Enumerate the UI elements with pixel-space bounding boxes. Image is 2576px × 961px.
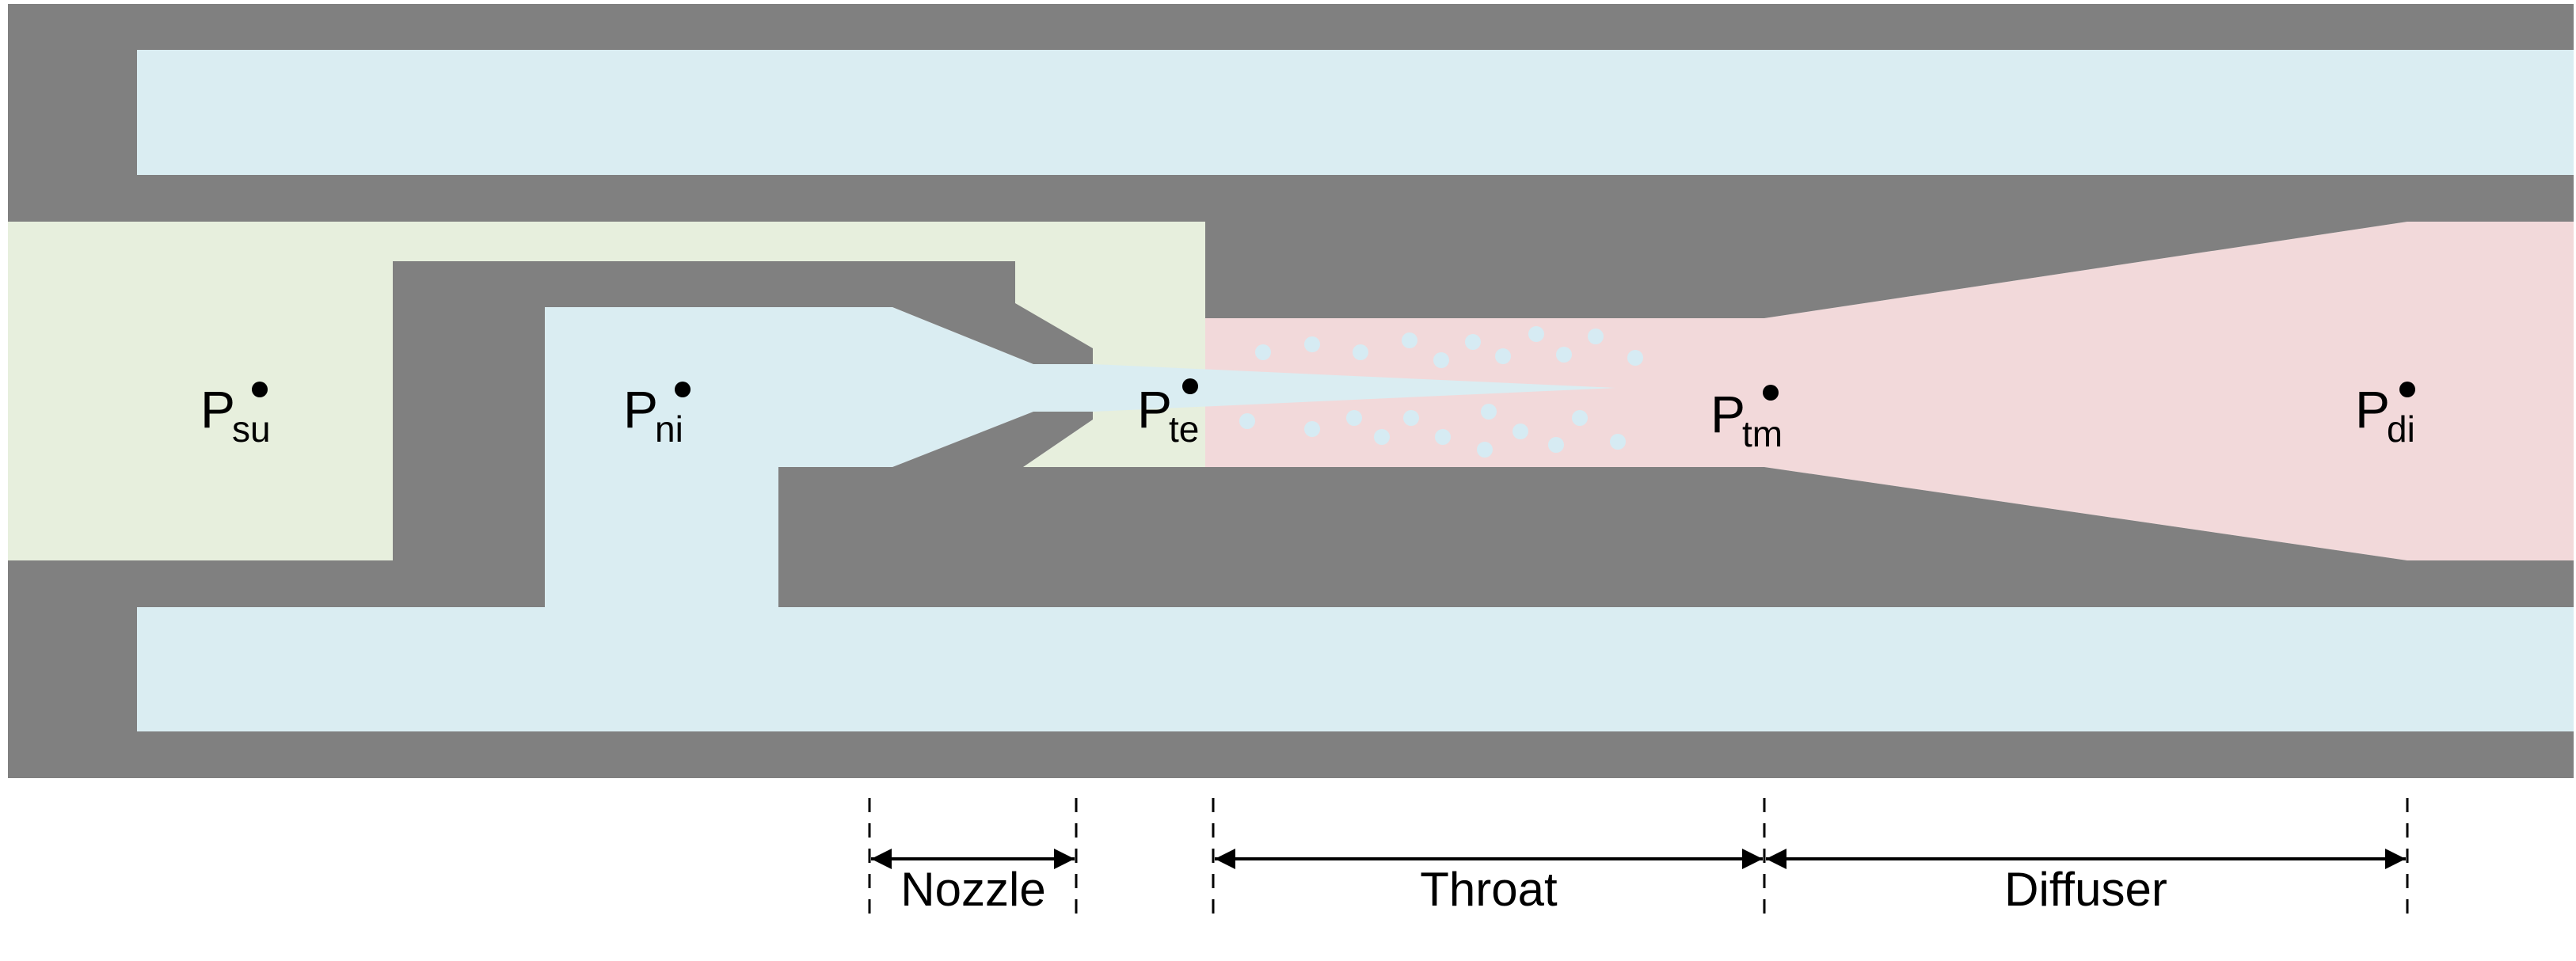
dimension-guides (868, 798, 2409, 922)
throat-arrowhead-right (1742, 849, 1763, 869)
primary-nozzle-passage (545, 307, 1033, 607)
nozzle-arrowhead-right (1054, 849, 1075, 869)
measurement-dot (675, 382, 691, 397)
measurement-dot (1182, 378, 1198, 394)
throat-label: Throat (1420, 863, 1558, 916)
droplet (1512, 424, 1528, 439)
droplet (1433, 352, 1449, 368)
droplet (1346, 410, 1362, 426)
droplet (1588, 329, 1604, 344)
nozzle-lower-wall (778, 412, 2574, 607)
droplet (1548, 437, 1564, 453)
point-label-main: P (2355, 380, 2390, 439)
inlet-end-cap-top (8, 4, 137, 222)
point-label-sub: tm (1742, 413, 1783, 454)
droplet (1627, 350, 1643, 366)
point-label-main: P (200, 380, 235, 439)
droplet (1610, 434, 1626, 450)
pressure-point-su: P su (200, 380, 271, 450)
pressure-point-di: P di (2355, 380, 2415, 450)
droplet (1481, 404, 1497, 420)
measurement-dot (252, 382, 268, 397)
point-label-sub: ni (655, 408, 683, 450)
droplet (1528, 326, 1544, 342)
diffuser-arrowhead-right (2385, 849, 2406, 869)
point-label-main: P (1137, 380, 1172, 439)
droplet (1465, 334, 1481, 350)
throat-upper-wall (1205, 222, 2407, 318)
diffuser-arrowhead-left (1766, 849, 1786, 869)
bottom-jacket-channel-inner (137, 607, 2574, 731)
measurement-dot (1763, 385, 1779, 401)
dimension-arrows (871, 849, 2406, 869)
diffuser-label: Diffuser (2004, 863, 2167, 916)
droplet (1304, 336, 1320, 352)
nozzle-label: Nozzle (900, 863, 1045, 916)
droplet (1353, 344, 1368, 360)
droplet (1402, 332, 1417, 348)
droplet (1556, 347, 1572, 363)
mixing-diffuser-region (1205, 222, 2574, 560)
pressure-point-te: P te (1137, 378, 1199, 450)
nozzle-upper-wall (393, 261, 1093, 607)
droplet (1477, 442, 1493, 458)
throat-arrowhead-left (1215, 849, 1235, 869)
point-label-sub: su (232, 408, 271, 450)
droplet-cloud (1239, 326, 1643, 458)
primary-jet (1033, 364, 1615, 412)
inlet-end-cap-bottom (8, 560, 137, 778)
point-label-sub: di (2387, 408, 2415, 450)
droplet (1572, 410, 1588, 426)
point-label-main: P (1710, 385, 1745, 443)
top-jacket-channel-inner (137, 50, 2574, 175)
droplet (1403, 410, 1419, 426)
pressure-point-ni: P ni (623, 380, 691, 450)
droplet (1435, 429, 1451, 445)
droplet (1495, 348, 1511, 364)
droplet (1255, 344, 1271, 360)
droplet (1374, 429, 1390, 445)
droplet (1304, 421, 1320, 437)
point-label-sub: te (1169, 408, 1199, 450)
droplet (1239, 413, 1255, 429)
suction-region (8, 222, 1205, 560)
point-label-main: P (623, 380, 658, 439)
measurement-dot (2399, 382, 2415, 397)
pressure-point-tm: P tm (1710, 385, 1783, 454)
nozzle-arrowhead-left (871, 849, 892, 869)
